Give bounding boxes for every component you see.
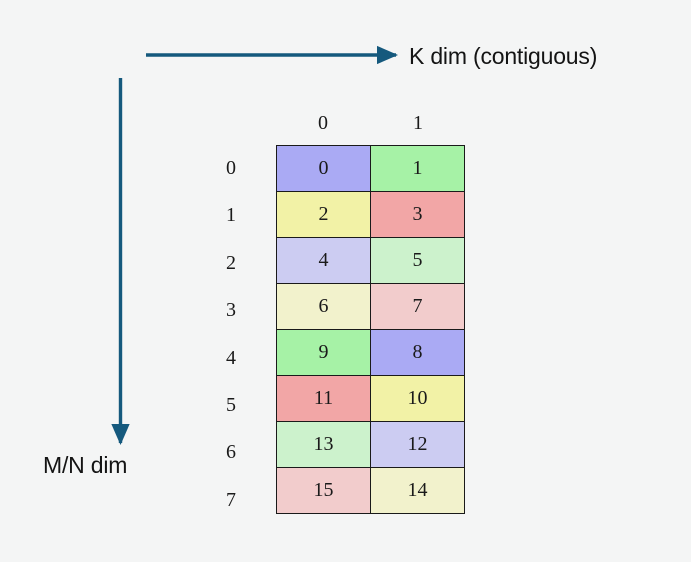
column-header-1: 1 [413,112,423,134]
row-header-1: 1 [226,204,236,227]
row-header-2: 2 [226,251,236,274]
row-header-3: 3 [226,299,236,322]
matrix-cell: 3 [370,191,465,238]
matrix-cell: 7 [370,283,465,330]
matrix-cell: 5 [370,237,465,284]
matrix-cell: 0 [276,145,371,192]
matrix-cell: 2 [276,191,371,238]
matrix-cell: 8 [370,329,465,376]
mn-dim-axis-label: M/N dim [43,452,128,478]
matrix-cell: 10 [370,375,465,422]
row-header-4: 4 [226,346,236,369]
matrix-cell: 9 [276,329,371,376]
matrix-cell: 6 [276,283,371,330]
matrix-cell: 4 [276,237,371,284]
row-header-7: 7 [226,488,236,511]
row-header-0: 0 [226,157,236,179]
matrix-cell: 12 [370,421,465,468]
column-header-0: 0 [318,112,328,134]
row-header-5: 5 [226,394,236,416]
matrix-cell: 13 [276,421,371,468]
matrix-cell: 11 [276,375,371,422]
matrix-cell: 15 [276,467,371,514]
matrix-cell: 1 [370,145,465,192]
row-header-6: 6 [226,441,236,464]
k-dim-axis-label: K dim (contiguous) [409,43,598,69]
matrix-cell: 14 [370,467,465,514]
